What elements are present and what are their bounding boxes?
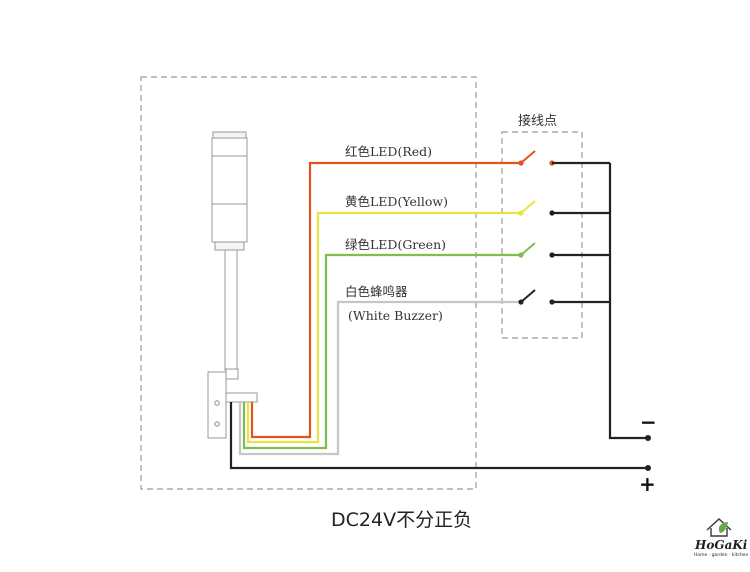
switch-arm bbox=[520, 289, 536, 303]
wire-common-black bbox=[229, 402, 648, 470]
common-bus bbox=[552, 161, 648, 440]
tower-pole bbox=[224, 249, 238, 371]
terminal-dashed-frame bbox=[501, 131, 583, 339]
positive-terminal bbox=[645, 465, 651, 471]
negative-terminal bbox=[645, 435, 651, 441]
mounting-hole bbox=[214, 400, 220, 406]
switch-arm bbox=[520, 150, 536, 164]
brand-logo: HoGaKi Home · garden · kitchen bbox=[694, 518, 748, 558]
switch-red bbox=[518, 150, 555, 166]
logo-name: HoGaKi bbox=[694, 538, 748, 552]
switch-arm bbox=[520, 200, 536, 214]
terminal-label: 接线点 bbox=[518, 113, 557, 129]
leaf-icon bbox=[718, 522, 728, 533]
wire-green bbox=[242, 253, 521, 450]
tower-body bbox=[211, 137, 248, 243]
house-leaf-icon bbox=[706, 518, 732, 537]
pole-collar bbox=[225, 368, 239, 380]
wire-yellow bbox=[246, 211, 521, 444]
label-yellow-led: 黄色LED(Yellow) bbox=[345, 194, 448, 209]
switch-buzzer bbox=[518, 289, 555, 305]
label-green-led: 绿色LED(Green) bbox=[345, 237, 446, 252]
label-white-buzzer: 白色蜂鸣器 bbox=[345, 284, 408, 299]
logo-tagline: Home · garden · kitchen bbox=[694, 552, 748, 558]
switch-arm bbox=[520, 242, 536, 256]
minus-symbol: − bbox=[640, 410, 657, 434]
wire-white bbox=[238, 300, 521, 456]
label-white-buzzer-en: (White Buzzer) bbox=[348, 308, 443, 323]
switch-yellow bbox=[518, 200, 555, 216]
cable-gland bbox=[225, 392, 258, 403]
tower-base bbox=[214, 241, 245, 251]
signal-tower bbox=[207, 131, 258, 439]
mounting-hole bbox=[214, 421, 220, 427]
plus-symbol: + bbox=[639, 472, 656, 496]
wire-red bbox=[250, 161, 521, 439]
label-red-led: 红色LED(Red) bbox=[345, 144, 432, 159]
switch-green bbox=[518, 242, 555, 258]
tower-cap bbox=[212, 131, 247, 139]
caption: DC24V不分正负 bbox=[331, 509, 472, 531]
device-dashed-frame bbox=[140, 76, 477, 490]
